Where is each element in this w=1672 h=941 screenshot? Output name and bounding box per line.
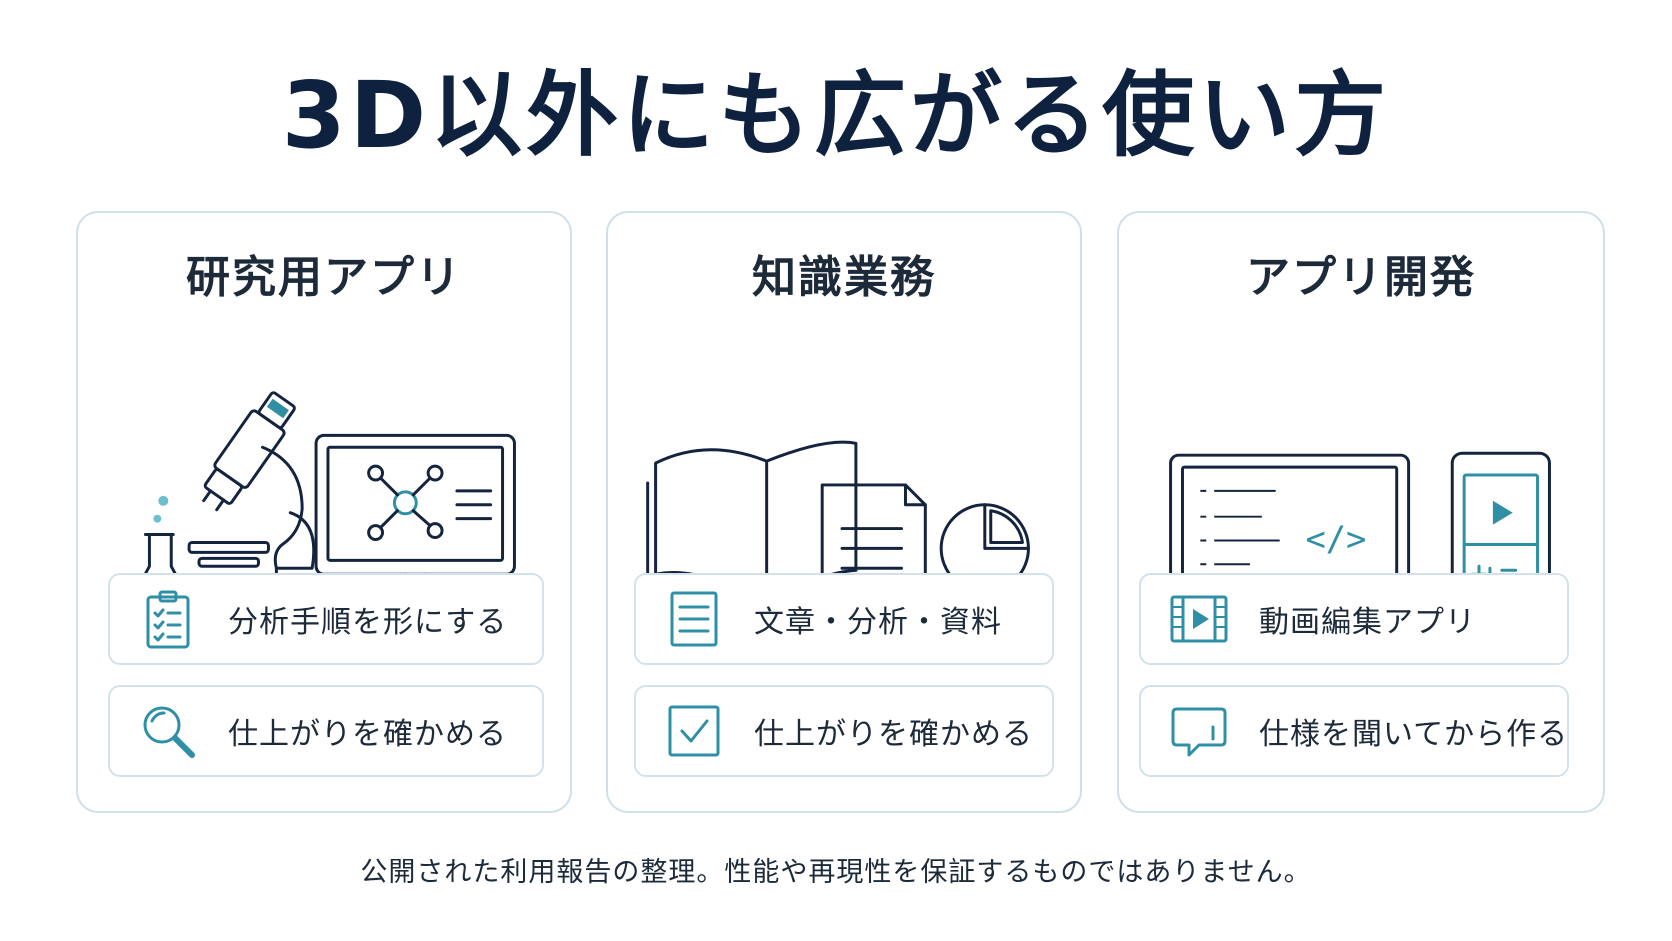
item-label: 分析手順を形にする (228, 605, 508, 640)
card-knowledge-work: 知識業務 文章・分析・資料 仕上がりを確かめる (606, 211, 1082, 813)
item-label: 動画編集アプリ (1259, 605, 1476, 640)
list-item-analysis-steps[interactable]: 分析手順を形にする (108, 573, 544, 665)
list-item-writing-analysis[interactable]: 文章・分析・資料 (634, 573, 1054, 665)
card-app-development: アプリ開発 </> 動画編集アプリ 仕様を聞いてから作る (1117, 211, 1605, 813)
list-item-ask-spec-then-build[interactable]: 仕様を聞いてから作る (1139, 685, 1569, 777)
item-label: 文章・分析・資料 (754, 605, 1002, 640)
card-title: アプリ開発 (1246, 252, 1476, 303)
list-item-video-editing-app[interactable]: 動画編集アプリ (1139, 573, 1569, 665)
laptop-phone-code-icon: </> (1153, 451, 1551, 642)
video-film-icon (1170, 595, 1228, 643)
svg-text:</>: </> (1305, 519, 1366, 558)
card-title: 知識業務 (752, 252, 936, 303)
card-research-app: 研究用アプリ (76, 211, 572, 813)
magnifier-icon (143, 706, 195, 758)
page-title: 3D以外にも広がる使い方 (281, 62, 1391, 169)
clipboard-checklist-icon (146, 590, 190, 649)
item-label: 仕上がりを確かめる (228, 717, 507, 752)
chat-bubble-icon (1171, 707, 1227, 757)
document-lines-icon (670, 591, 718, 647)
item-label: 仕上がりを確かめる (754, 717, 1033, 752)
list-item-check-result[interactable]: 仕上がりを確かめる (108, 685, 544, 777)
card-title: 研究用アプリ (186, 252, 462, 303)
checkbox-icon (668, 705, 720, 757)
footer-disclaimer: 公開された利用報告の整理。性能や再現性を保証するものではありません。 (360, 857, 1312, 888)
list-item-check-result[interactable]: 仕上がりを確かめる (634, 685, 1054, 777)
item-label: 仕様を聞いてから作る (1259, 717, 1569, 752)
